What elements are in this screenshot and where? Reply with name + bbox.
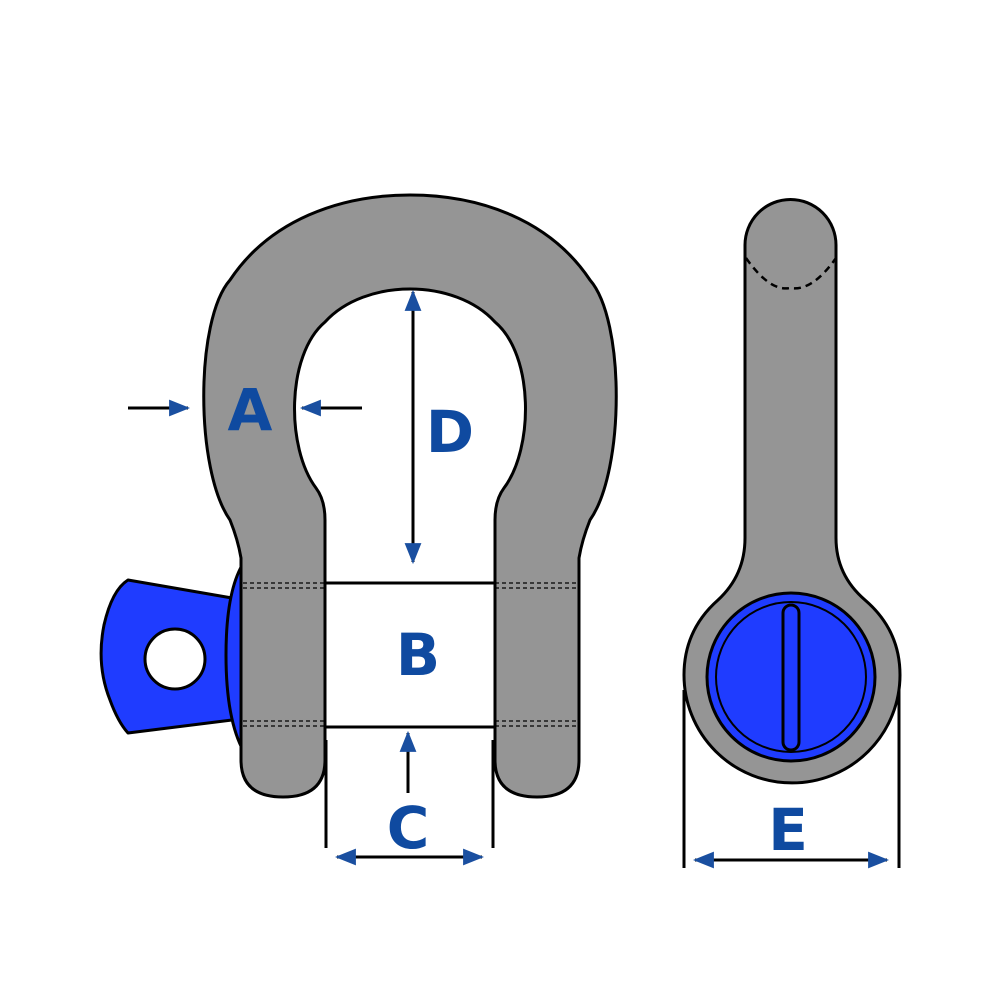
- side-view: E: [682, 198, 902, 869]
- label-d: D: [426, 398, 474, 466]
- label-b: B: [396, 621, 440, 689]
- front-view: A D B C: [99, 193, 618, 866]
- label-c: C: [387, 794, 430, 862]
- shackle-bow: [202, 193, 618, 799]
- pin-head: [99, 578, 234, 735]
- pin-head-ring: [715, 601, 867, 753]
- dimension-e-arrows: [682, 690, 901, 869]
- dimension-c-arrows: [324, 730, 495, 866]
- label-e: E: [768, 796, 808, 864]
- label-a: A: [228, 376, 273, 444]
- pin-shaft: [243, 581, 579, 729]
- pin-slot: [781, 603, 801, 752]
- pin-eye-hole: [143, 627, 207, 691]
